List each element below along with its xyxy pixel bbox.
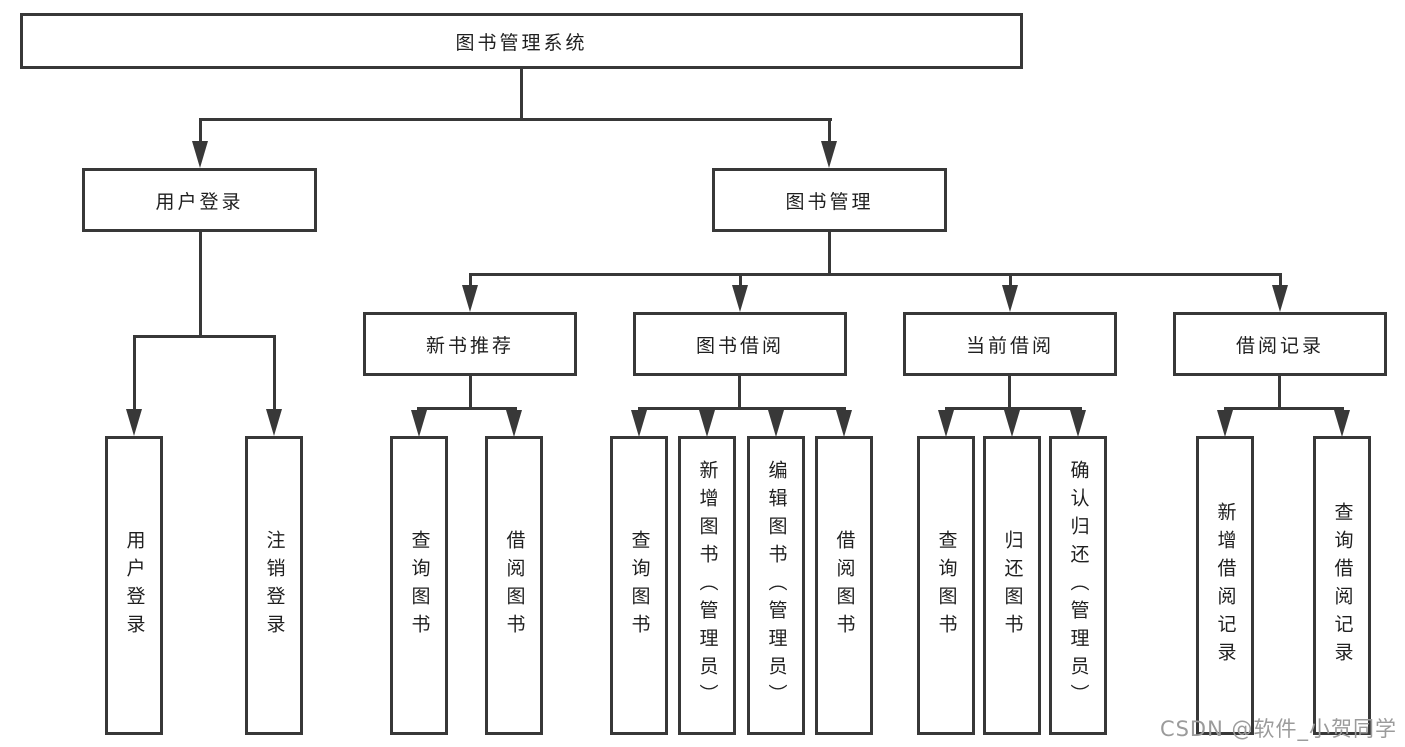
connector-line xyxy=(199,118,202,145)
arrowhead-down-icon xyxy=(126,409,142,436)
node-book-borrow: 图书借阅 xyxy=(633,312,847,376)
node-root: 图书管理系统 xyxy=(20,13,1023,69)
arrowhead-down-icon xyxy=(192,141,208,168)
leaf-recommend-query-book: 查询图书 xyxy=(390,436,448,735)
connector-line xyxy=(469,273,1282,276)
arrowhead-down-icon xyxy=(1334,410,1350,437)
connector-line xyxy=(638,407,846,410)
arrowhead-down-icon xyxy=(1070,410,1086,437)
connector-line xyxy=(417,407,517,410)
connector-line xyxy=(828,118,831,145)
leaf-logout: 注销登录 xyxy=(245,436,303,735)
leaf-borrow-query-book: 查询图书 xyxy=(610,436,668,735)
leaf-query-borrow-record: 查询借阅记录 xyxy=(1313,436,1371,735)
arrowhead-down-icon xyxy=(836,410,852,437)
node-current-borrow: 当前借阅 xyxy=(903,312,1117,376)
arrowhead-down-icon xyxy=(1272,285,1288,312)
connector-line xyxy=(273,335,276,411)
connector-line xyxy=(739,273,742,288)
connector-line xyxy=(945,407,1082,410)
arrowhead-down-icon xyxy=(462,285,478,312)
connector-line xyxy=(1009,273,1012,288)
leaf-recommend-borrow-book: 借阅图书 xyxy=(485,436,543,735)
arrowhead-down-icon xyxy=(821,141,837,168)
leaf-add-book-admin: 新增图书（管理员） xyxy=(678,436,736,735)
leaf-current-query-book: 查询图书 xyxy=(917,436,975,735)
connector-line xyxy=(738,376,741,410)
connector-line xyxy=(1278,376,1281,410)
connector-line xyxy=(133,335,136,411)
connector-line xyxy=(1008,376,1011,410)
arrowhead-down-icon xyxy=(768,410,784,437)
node-user-login: 用户登录 xyxy=(82,168,317,232)
connector-line xyxy=(469,376,472,410)
leaf-edit-book-admin: 编辑图书（管理员） xyxy=(747,436,805,735)
arrowhead-down-icon xyxy=(938,410,954,437)
connector-line xyxy=(199,118,832,121)
connector-line xyxy=(828,232,831,276)
leaf-return-book: 归还图书 xyxy=(983,436,1041,735)
arrowhead-down-icon xyxy=(732,285,748,312)
connector-line xyxy=(133,335,276,338)
connector-line xyxy=(199,232,202,338)
connector-line xyxy=(1224,407,1344,410)
node-borrow-record: 借阅记录 xyxy=(1173,312,1387,376)
arrowhead-down-icon xyxy=(411,410,427,437)
node-new-book-recommend: 新书推荐 xyxy=(363,312,577,376)
node-book-management: 图书管理 xyxy=(712,168,947,232)
connector-line xyxy=(1279,273,1282,288)
leaf-confirm-return-admin: 确认归还（管理员） xyxy=(1049,436,1107,735)
connector-line xyxy=(469,273,472,288)
leaf-user-login: 用户登录 xyxy=(105,436,163,735)
arrowhead-down-icon xyxy=(506,410,522,437)
leaf-add-borrow-record: 新增借阅记录 xyxy=(1196,436,1254,735)
arrowhead-down-icon xyxy=(1002,285,1018,312)
arrowhead-down-icon xyxy=(1217,410,1233,437)
connector-line xyxy=(520,69,523,121)
csdn-watermark: CSDN @软件_小贺同学 xyxy=(1159,717,1397,741)
arrowhead-down-icon xyxy=(266,409,282,436)
arrowhead-down-icon xyxy=(699,410,715,437)
leaf-borrow-book: 借阅图书 xyxy=(815,436,873,735)
arrowhead-down-icon xyxy=(1004,410,1020,437)
arrowhead-down-icon xyxy=(631,410,647,437)
